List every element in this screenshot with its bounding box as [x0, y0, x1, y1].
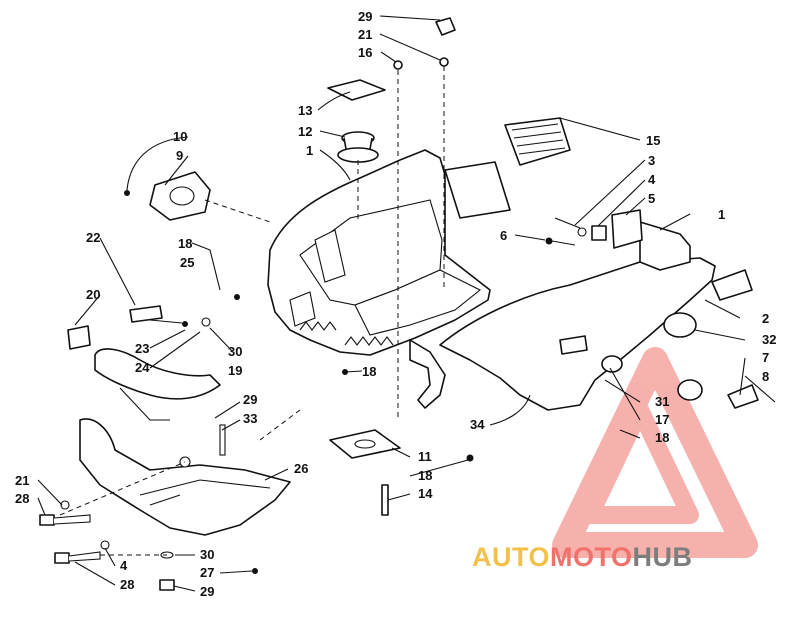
bracket — [67, 305, 211, 350]
callout-label: 19 — [228, 363, 242, 378]
callout-label: 18 — [418, 468, 432, 483]
callout-label: 23 — [135, 341, 149, 356]
callout-label: 22 — [86, 230, 100, 245]
callout-label: 20 — [86, 287, 100, 302]
callout-label: 2 — [762, 311, 769, 326]
callout-label: 1 — [718, 207, 725, 222]
callout-label: 31 — [655, 394, 669, 409]
bumper — [94, 348, 221, 421]
callout-label: 10 — [173, 129, 187, 144]
callout-label: 28 — [15, 491, 29, 506]
callout-label: 32 — [762, 332, 776, 347]
callout-label: 30 — [228, 344, 242, 359]
callout-label: 16 — [358, 45, 372, 60]
svg-text:AUTOMOTOHUB: AUTOMOTOHUB — [472, 542, 693, 572]
bottom-plate — [329, 429, 474, 516]
callout-label: 11 — [418, 449, 432, 464]
callout-label: 29 — [200, 584, 214, 599]
callout-label: 18 — [178, 236, 192, 251]
lower-guard — [79, 418, 291, 536]
callout-label: 28 — [120, 577, 134, 592]
callout-label: 12 — [298, 124, 312, 139]
side-emblem — [559, 269, 759, 409]
light-housing — [124, 171, 271, 223]
callout-label: 7 — [762, 350, 769, 365]
callout-label: 30 — [200, 547, 214, 562]
callout-label: 4 — [648, 172, 656, 187]
callout-label: 18 — [362, 364, 376, 379]
callout-label: 21 — [358, 27, 372, 42]
callout-label: 17 — [655, 412, 669, 427]
belly-pan — [267, 149, 716, 411]
callout-label: 5 — [648, 191, 655, 206]
callout-label: 13 — [298, 103, 312, 118]
leader-lines — [37, 15, 776, 592]
callout-label: 34 — [470, 417, 485, 432]
callout-label: 1 — [306, 143, 313, 158]
watermark-moto: MOTO — [550, 542, 633, 572]
callout-label: 29 — [243, 392, 257, 407]
callout-label: 27 — [200, 565, 214, 580]
fastener-stack-right — [545, 209, 643, 249]
callout-label: 18 — [655, 430, 669, 445]
callout-label: 14 — [418, 486, 433, 501]
callout-label: 3 — [648, 153, 655, 168]
watermark-auto: AUTO — [472, 542, 550, 572]
callout-label: 24 — [135, 360, 150, 375]
callout-label: 29 — [358, 9, 372, 24]
callout-label: 8 — [762, 369, 769, 384]
callout-label: 25 — [180, 255, 194, 270]
callout-label: 26 — [294, 461, 308, 476]
callout-labels: 29 21 16 13 12 1 10 9 15 3 4 5 1 6 22 18… — [15, 9, 776, 599]
callout-label: 15 — [646, 133, 660, 148]
watermark-text: AUTOMOTOHUB — [472, 542, 693, 572]
callout-label: 4 — [120, 558, 128, 573]
vent-cover — [444, 117, 571, 219]
callout-label: 21 — [15, 473, 29, 488]
callout-label: 6 — [500, 228, 507, 243]
callout-label: 33 — [243, 411, 257, 426]
watermark-hub: HUB — [633, 542, 693, 572]
watermark-logo — [552, 347, 758, 558]
callout-label: 9 — [176, 148, 183, 163]
top-hardware — [327, 17, 456, 420]
